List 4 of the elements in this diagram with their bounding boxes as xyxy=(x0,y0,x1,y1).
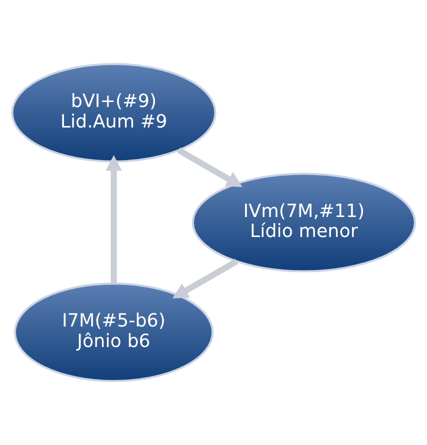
arrow xyxy=(177,148,242,187)
arrow xyxy=(172,258,238,298)
node-ellipse: bVI+(#9) Lid.Aum #9 xyxy=(11,62,216,162)
arrow xyxy=(106,155,122,284)
